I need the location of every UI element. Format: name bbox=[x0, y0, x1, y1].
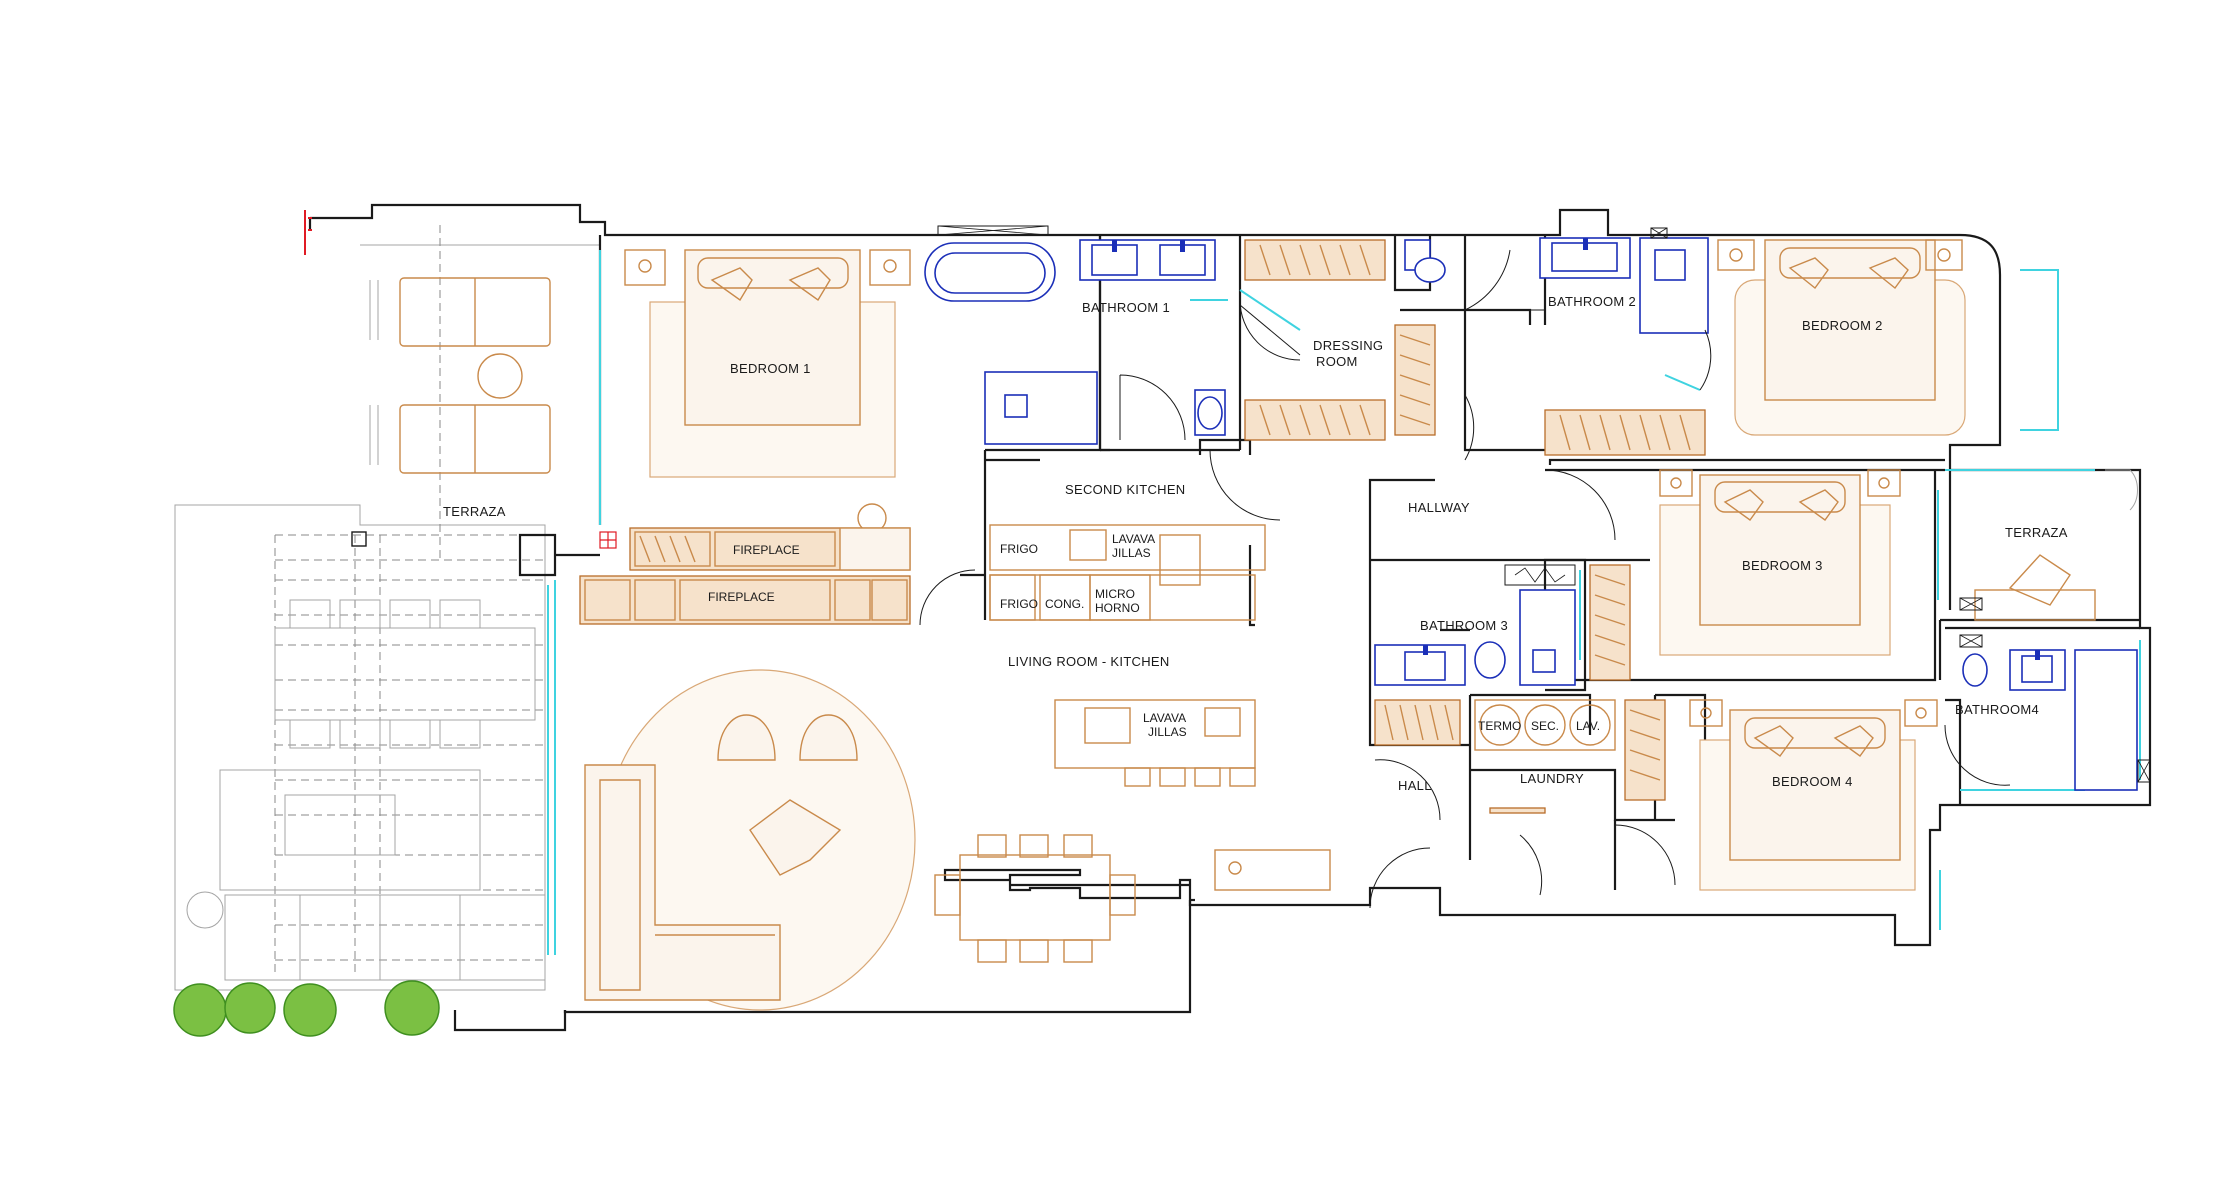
glazing bbox=[547, 250, 2141, 955]
bedroom-1 bbox=[624, 249, 911, 533]
label-bedroom-2: BEDROOM 2 bbox=[1802, 318, 1883, 333]
bedroom-3 bbox=[1589, 469, 1901, 681]
tree-icon bbox=[384, 980, 440, 1036]
label-lavava-1b: JILLAS bbox=[1112, 546, 1151, 560]
label-bedroom-4: BEDROOM 4 bbox=[1772, 774, 1853, 789]
label-living-kitchen: LIVING ROOM - KITCHEN bbox=[1008, 654, 1170, 669]
label-second-kitchen: SECOND KITCHEN bbox=[1065, 482, 1186, 497]
hallway-doors bbox=[1369, 394, 2011, 909]
label-hall: HALL bbox=[1398, 778, 1432, 793]
label-fireplace-upper: FIREPLACE bbox=[733, 543, 800, 557]
laundry-hall bbox=[1374, 699, 1666, 814]
label-bathroom-1: BATHROOM 1 bbox=[1082, 300, 1170, 315]
second-kitchen bbox=[989, 449, 1281, 621]
tree-icon bbox=[224, 982, 276, 1034]
label-micro: MICRO bbox=[1095, 587, 1135, 601]
label-horno: HORNO bbox=[1095, 601, 1140, 615]
label-lav: LAV. bbox=[1576, 719, 1600, 733]
elevation-marks bbox=[304, 210, 312, 255]
label-terraza-small: TERRAZA bbox=[2005, 525, 2068, 540]
label-bathroom-3: BATHROOM 3 bbox=[1420, 618, 1508, 633]
bedroom-4 bbox=[1689, 699, 1938, 891]
room-labels: TERRAZA BEDROOM 1 BATHROOM 1 DRESSING RO… bbox=[443, 294, 2068, 793]
terrace-area bbox=[173, 225, 601, 1037]
label-bathroom-2: BATHROOM 2 bbox=[1548, 294, 1636, 309]
bathroom-4 bbox=[1959, 634, 2151, 791]
label-lavava-2a: LAVAVA bbox=[1143, 711, 1186, 725]
fireplace-units bbox=[579, 527, 976, 626]
bathroom-3 bbox=[1374, 564, 1576, 686]
fixture-labels: FIREPLACE FIREPLACE FRIGO LAVAVA JILLAS … bbox=[708, 532, 1600, 739]
label-termo: TERMO bbox=[1478, 719, 1521, 733]
label-lavava-2b: JILLAS bbox=[1148, 725, 1187, 739]
label-hallway: HALLWAY bbox=[1408, 500, 1470, 515]
terrace-column bbox=[351, 531, 367, 547]
label-fireplace-lower: FIREPLACE bbox=[708, 590, 775, 604]
bathroom-1 bbox=[924, 225, 1301, 445]
label-sec: SEC. bbox=[1531, 719, 1559, 733]
dressing-room bbox=[1244, 239, 1436, 441]
bedroom-2 bbox=[1544, 239, 1966, 456]
bathroom-2 bbox=[1404, 227, 1712, 391]
label-frigo-2: FRIGO bbox=[1000, 597, 1038, 611]
label-dressing-line2: ROOM bbox=[1316, 354, 1358, 369]
label-laundry: LAUNDRY bbox=[1520, 771, 1584, 786]
label-lavava-1a: LAVAVA bbox=[1112, 532, 1155, 546]
terraza-small bbox=[1959, 469, 2138, 621]
tree-icon bbox=[283, 983, 337, 1037]
label-bathroom-4: BATHROOM4 bbox=[1955, 702, 2039, 717]
label-dressing-line1: DRESSING bbox=[1313, 338, 1383, 353]
label-terraza-main: TERRAZA bbox=[443, 504, 506, 519]
label-frigo-1: FRIGO bbox=[1000, 542, 1038, 556]
label-bedroom-3: BEDROOM 3 bbox=[1742, 558, 1823, 573]
tree-icon bbox=[173, 983, 227, 1037]
living-kitchen bbox=[584, 669, 1331, 1011]
label-bedroom-1: BEDROOM 1 bbox=[730, 361, 811, 376]
label-cong: CONG. bbox=[1045, 597, 1084, 611]
